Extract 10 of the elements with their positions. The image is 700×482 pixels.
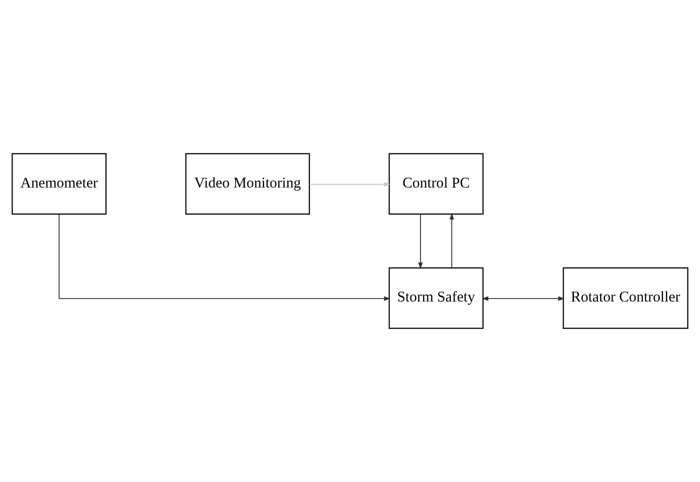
node-box: Rotator Controller	[562, 267, 688, 329]
arrow	[482, 296, 565, 301]
arrow	[309, 182, 390, 187]
node-box: Video Monitoring	[185, 153, 310, 215]
arrow	[58, 214, 391, 301]
arrow	[449, 212, 454, 268]
node-box: Control PC	[388, 153, 484, 215]
node-box: Anemometer	[12, 153, 107, 215]
arrow	[418, 214, 423, 270]
node-box: Storm Safety	[388, 267, 484, 329]
